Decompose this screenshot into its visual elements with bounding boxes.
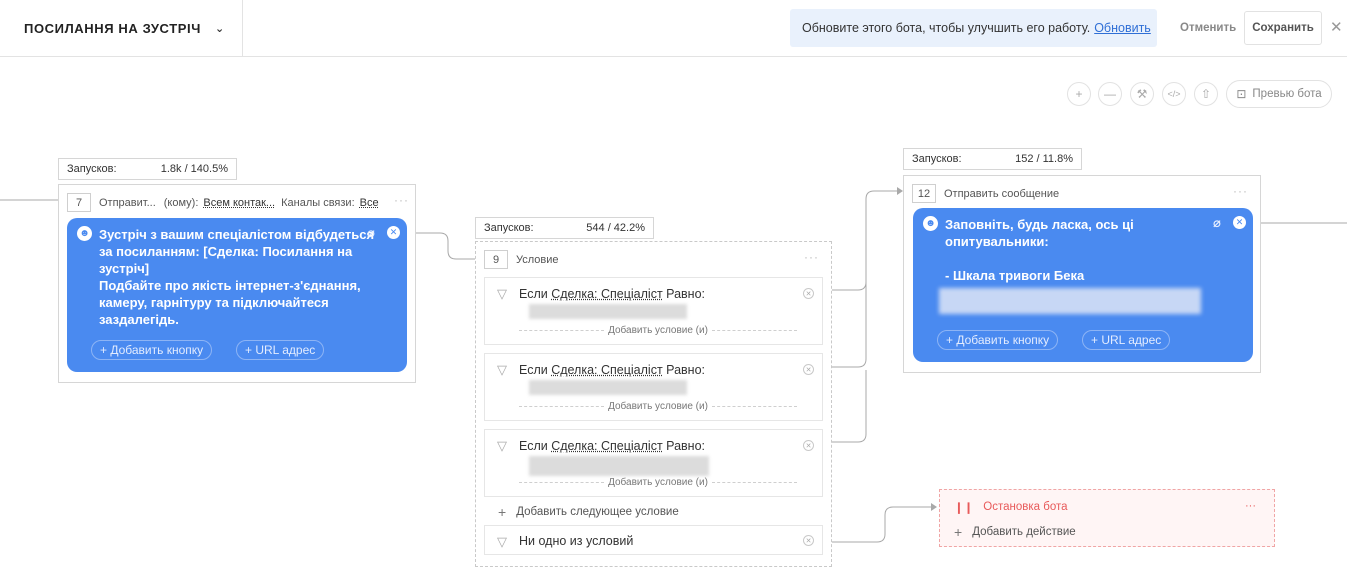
add-action-button[interactable]: + Добавить действие bbox=[954, 524, 1076, 540]
message-text: Зустріч з вашим спеціалістом відбудеться… bbox=[99, 227, 375, 327]
condition-output-icon[interactable]: ✕ bbox=[803, 288, 814, 299]
preview-label: Превью бота bbox=[1252, 88, 1322, 100]
channels-label: Каналы связи: bbox=[281, 196, 355, 209]
node12-launch-stats: Запусков: 152 / 11.8% bbox=[903, 148, 1082, 170]
export-icon[interactable]: ⇧ bbox=[1194, 82, 1218, 106]
node-send-message-12[interactable]: 12 Отправить сообщение ··· ☻ Заповніть, … bbox=[903, 175, 1261, 373]
node-send-message-7[interactable]: 7 Отправит... (кому): Всем контак... Кан… bbox=[58, 184, 416, 383]
redacted-value bbox=[529, 380, 687, 395]
output-port-icon[interactable]: ✕ bbox=[1233, 216, 1246, 229]
node-number: 9 bbox=[484, 250, 508, 269]
condition-output-icon[interactable]: ✕ bbox=[803, 535, 814, 546]
magic-wand-icon[interactable]: ⚒ bbox=[1130, 82, 1154, 106]
filter-icon: ▽ bbox=[497, 362, 507, 377]
bot-name-dropdown[interactable]: ПОСИЛАННЯ НА ЗУСТРІЧ ⌄ bbox=[0, 0, 243, 57]
redacted-value bbox=[529, 456, 709, 476]
attachment-icon[interactable]: ⌀ bbox=[1213, 215, 1221, 230]
attachment-icon[interactable]: ⌀ bbox=[367, 225, 375, 240]
node7-action: Отправит... bbox=[99, 196, 156, 209]
condition-item[interactable]: ▽ Если Сделка: Спеціаліст Равно: ✕ Добав… bbox=[484, 429, 823, 497]
add-action-label: Добавить действие bbox=[972, 526, 1076, 538]
stop-title: Остановка бота bbox=[983, 501, 1068, 513]
url-button-pill[interactable]: + URL адрес bbox=[236, 340, 325, 360]
url-button-pill[interactable]: + URL адрес bbox=[1082, 330, 1171, 350]
more-icon[interactable]: ··· bbox=[1245, 500, 1256, 512]
stat-value: 544 / 42.2% bbox=[586, 222, 645, 234]
condition-text: Если Сделка: Спеціаліст Равно: bbox=[519, 439, 706, 453]
stat-label: Запусков: bbox=[912, 153, 962, 165]
bot-icon: ☻ bbox=[77, 226, 92, 241]
zoom-in-button[interactable]: + bbox=[1067, 82, 1091, 106]
condition-item[interactable]: ▽ Если Сделка: Спеціаліст Равно: ✕ Добав… bbox=[484, 353, 823, 421]
stat-label: Запусков: bbox=[484, 222, 534, 234]
condition-text: Если Сделка: Спеціаліст Равно: bbox=[519, 287, 706, 301]
node7-launch-stats: Запусков: 1.8k / 140.5% bbox=[58, 158, 237, 180]
filter-icon: ▽ bbox=[497, 286, 507, 301]
pause-icon: ❙❙ bbox=[954, 502, 974, 514]
code-icon[interactable]: </> bbox=[1162, 82, 1186, 106]
node9-title: Условие bbox=[516, 253, 559, 266]
add-condition-link[interactable]: Добавить условие (и) bbox=[519, 325, 798, 336]
condition-text: Если Сделка: Спеціаліст Равно: bbox=[519, 363, 706, 377]
bot-name: ПОСИЛАННЯ НА ЗУСТРІЧ bbox=[24, 21, 201, 36]
node-number: 7 bbox=[67, 193, 91, 212]
message-bubble[interactable]: ☻ Заповніть, будь ласка, ось ці опитувал… bbox=[913, 208, 1253, 362]
output-port-icon[interactable]: ✕ bbox=[387, 226, 400, 239]
redacted-value bbox=[529, 304, 687, 319]
more-icon[interactable]: ··· bbox=[804, 250, 819, 264]
none-of-label: Ни одно из условий bbox=[519, 534, 634, 548]
plus-icon: + bbox=[498, 504, 507, 520]
condition-output-icon[interactable]: ✕ bbox=[803, 440, 814, 451]
stat-label: Запусков: bbox=[67, 163, 117, 175]
stop-header: ❙❙ Остановка бота bbox=[954, 500, 1068, 514]
plus-icon: + bbox=[954, 524, 963, 540]
channels-select[interactable]: Все bbox=[359, 196, 379, 209]
zoom-out-button[interactable]: — bbox=[1098, 82, 1122, 106]
chevron-down-icon: ⌄ bbox=[214, 23, 225, 35]
update-link[interactable]: Обновить bbox=[1094, 21, 1151, 35]
preview-bot-button[interactable]: ⊡ Превью бота bbox=[1226, 80, 1332, 108]
close-icon[interactable]: ✕ bbox=[1330, 19, 1343, 36]
node12-title: Отправить сообщение bbox=[944, 187, 1060, 200]
stat-value: 152 / 11.8% bbox=[1015, 153, 1073, 165]
message-text: Заповніть, будь ласка, ось ці опитувальн… bbox=[945, 217, 1134, 283]
update-text: Обновите этого бота, чтобы улучшить его … bbox=[802, 21, 1091, 35]
bot-icon: ☻ bbox=[923, 216, 938, 231]
more-icon[interactable]: ··· bbox=[1233, 184, 1248, 198]
node-condition-9[interactable]: 9 Условие ··· ▽ Если Сделка: Спеціаліст … bbox=[475, 241, 832, 567]
add-button-pill[interactable]: + Добавить кнопку bbox=[937, 330, 1059, 350]
condition-output-icon[interactable]: ✕ bbox=[803, 364, 814, 375]
cancel-button[interactable]: Отменить bbox=[1180, 22, 1237, 34]
node7-header: 7 Отправит... (кому): Всем контак... Кан… bbox=[67, 193, 379, 212]
redacted-text bbox=[939, 288, 1201, 314]
to-label: (кому): bbox=[163, 196, 199, 209]
top-bar: ПОСИЛАННЯ НА ЗУСТРІЧ ⌄ Обновите этого бо… bbox=[0, 0, 1347, 57]
more-icon[interactable]: ··· bbox=[394, 193, 409, 207]
condition-item[interactable]: ▽ Если Сделка: Спеціаліст Равно: ✕ Добав… bbox=[484, 277, 823, 345]
recipients-select[interactable]: Всем контак... bbox=[203, 196, 276, 209]
add-condition-link[interactable]: Добавить условие (и) bbox=[519, 401, 798, 412]
none-of-conditions-item[interactable]: ▽ Ни одно из условий ✕ bbox=[484, 525, 823, 555]
filter-icon: ▽ bbox=[497, 534, 507, 549]
stat-value: 1.8k / 140.5% bbox=[160, 163, 228, 175]
filter-icon: ▽ bbox=[497, 438, 507, 453]
add-condition-link[interactable]: Добавить условие (и) bbox=[519, 477, 798, 488]
update-banner: Обновите этого бота, чтобы улучшить его … bbox=[790, 9, 1157, 47]
add-next-label: Добавить следующее условие bbox=[516, 506, 679, 518]
node9-header: 9 Условие bbox=[484, 250, 559, 269]
save-button[interactable]: Сохранить bbox=[1244, 11, 1322, 45]
add-next-condition-button[interactable]: + Добавить следующее условие bbox=[498, 504, 679, 520]
message-bubble[interactable]: ☻ Зустріч з вашим спеціалістом відбудеть… bbox=[67, 218, 407, 372]
node-number: 12 bbox=[912, 184, 936, 203]
bot-preview-icon: ⊡ bbox=[1236, 87, 1247, 101]
node-stop-bot[interactable]: ❙❙ Остановка бота ··· + Добавить действи… bbox=[939, 489, 1275, 547]
add-button-pill[interactable]: + Добавить кнопку bbox=[91, 340, 213, 360]
node12-header: 12 Отправить сообщение bbox=[912, 184, 1059, 203]
node9-launch-stats: Запусков: 544 / 42.2% bbox=[475, 217, 654, 239]
